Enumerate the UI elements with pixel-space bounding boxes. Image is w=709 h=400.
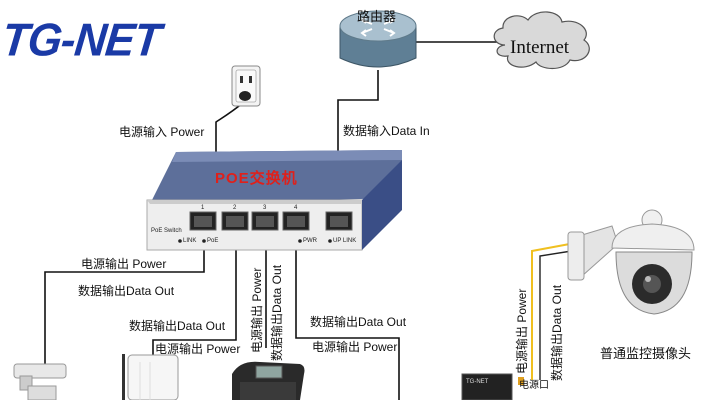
- router-icon: [339, 10, 417, 68]
- left-data-out-label: 数据输出Data Out: [78, 284, 175, 298]
- port-number-1: 1: [201, 205, 205, 211]
- led-label-uplink: UP LINK: [333, 238, 357, 244]
- mid-data-out-label: 数据输出Data Out: [129, 319, 226, 333]
- switch-port: [221, 211, 249, 231]
- internet-label: Internet: [510, 37, 570, 58]
- switch-port: [282, 211, 310, 231]
- right-power-out-label: 电源输出 Power: [312, 340, 398, 354]
- data-in-label: 数据输入Data In: [343, 124, 430, 138]
- injector-brand: TG-NET: [466, 379, 489, 385]
- switch-uplink-port: [325, 211, 353, 231]
- router-label: 路由器: [357, 9, 397, 24]
- vertical-power-out-label: 电源输出 Power: [250, 267, 264, 353]
- switch-brand-text: PoE Switch: [151, 228, 182, 234]
- poe-injector-icon: [461, 373, 524, 400]
- power-in-label: 电源输入 Power: [119, 125, 205, 139]
- company-logo: TG-NET: [0, 14, 163, 67]
- port4-cable: [295, 225, 400, 400]
- mid-power-out-label: 电源输出 Power: [155, 342, 241, 356]
- power-outlet-icon: [231, 65, 261, 107]
- left-power-out-label: 电源输出 Power: [81, 257, 167, 271]
- camera-power-out-label: 电源输出 Power: [515, 288, 529, 374]
- vertical-data-out-label: 数据输出Data Out: [270, 264, 284, 361]
- dome-camera-icon: [567, 209, 695, 315]
- camera-data-out-label: 数据输出Data Out: [550, 284, 564, 381]
- right-data-out-label: 数据输出Data Out: [310, 315, 407, 329]
- port2-cable: [152, 225, 237, 360]
- camera-cable-dark: [539, 249, 579, 380]
- poe-switch: [146, 150, 402, 251]
- bullet-camera-icon: [13, 363, 67, 400]
- port-number-3: 3: [263, 205, 267, 211]
- camera-caption: 普通监控摄像头: [600, 346, 692, 361]
- ip-phone-icon: [232, 361, 305, 400]
- access-point-icon: [122, 354, 179, 400]
- port-number-2: 2: [233, 205, 237, 211]
- led-label-poe: PoE: [207, 238, 219, 244]
- switch-label: POE交换机: [215, 170, 298, 187]
- internet-cloud-icon: [493, 11, 590, 70]
- power-port-label: 电源口: [519, 380, 549, 391]
- led-label-link: LINK: [183, 238, 197, 244]
- switch-port: [251, 211, 279, 231]
- led-label-pwr: PWR: [303, 238, 317, 244]
- power-cord: [215, 101, 245, 158]
- port-number-4: 4: [294, 205, 298, 211]
- camera-cable-yellow: [531, 242, 576, 380]
- switch-port: [189, 211, 217, 231]
